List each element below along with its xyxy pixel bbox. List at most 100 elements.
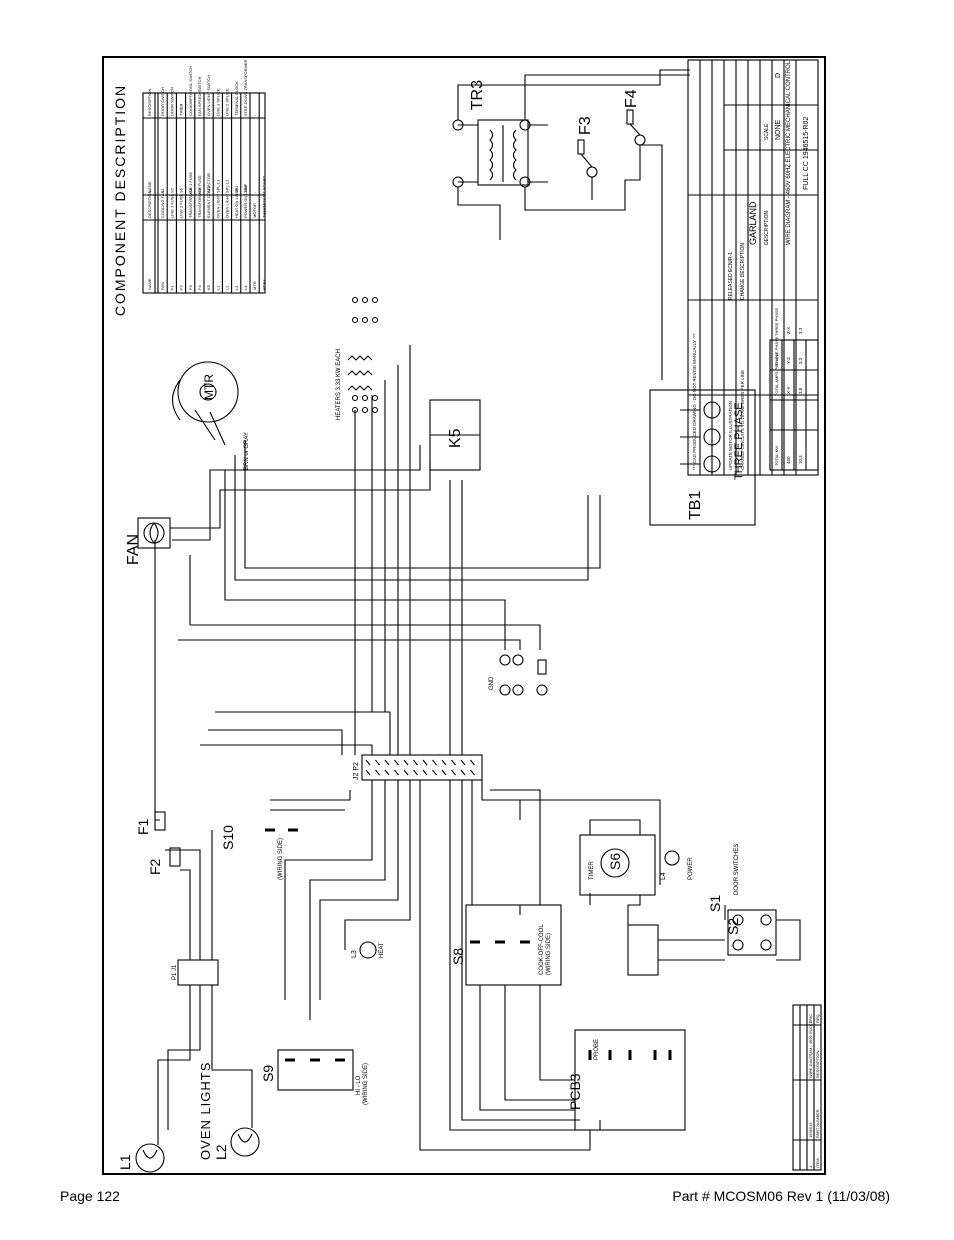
load-table-cell: 3.3 xyxy=(798,357,803,364)
component-table-cell: ELEMENT CONTACTOR xyxy=(206,173,211,218)
switch-s8 xyxy=(465,904,562,986)
title-block-file-name: FULL CC 1946515-R02 xyxy=(803,117,810,190)
parts-list-header: REQ xyxy=(815,1014,820,1023)
load-table-cell: 3.8 xyxy=(798,387,803,394)
label-l4: L4 xyxy=(660,872,667,880)
label-s10: S10 xyxy=(220,825,236,850)
parts-list-header: PART NUMBER xyxy=(815,1109,820,1138)
label-s9-wiring-side: (WIRING SIDE) xyxy=(363,1063,369,1105)
parts-list-header: ITEM xyxy=(815,1158,820,1168)
load-table-header: THREE PHASE xyxy=(774,307,779,336)
label-f3: F3 xyxy=(577,116,594,135)
component-table-header: DESCRIPTION xyxy=(147,191,152,218)
label-gnd: GND xyxy=(489,676,495,690)
title-block-notice: *** CAD PRODUCED DRAWING - DO NOT REVISE… xyxy=(692,333,697,470)
component-table-cell: SPL-L2 xyxy=(225,179,230,193)
fuse-f2 xyxy=(169,847,181,867)
label-f2: F2 xyxy=(147,858,163,875)
parts-list-cell: 2 xyxy=(808,1020,813,1023)
title-block xyxy=(687,59,819,476)
label-s1: S1 xyxy=(707,895,723,912)
oven-light-l1 xyxy=(135,1143,165,1173)
component-table-cell: K5 xyxy=(206,284,211,290)
component-table-cell: L3 xyxy=(234,285,239,290)
terminal-block-tb1 xyxy=(649,389,756,526)
part-number: Part # MCOSM06 Rev 1 (11/03/08) xyxy=(672,1188,890,1204)
component-table-cell: F4 xyxy=(197,285,202,290)
heat-lamp-l3 xyxy=(359,941,377,959)
component-table-cell: TR3 xyxy=(243,185,248,193)
label-l2: L2 xyxy=(213,1144,229,1160)
label-l3: L3 xyxy=(351,950,358,958)
load-table-cell: X-Y xyxy=(786,386,791,394)
connector-j3 xyxy=(627,924,659,976)
label-timer: TIMER xyxy=(589,861,595,880)
component-table-cell: LINE 1 SPLICE xyxy=(215,88,220,116)
component-table-cell: COOLING FAN xyxy=(160,191,165,218)
component-table-cell: LINE 1 FUSE xyxy=(169,194,174,218)
component-table-cell: TERMINAL BLOCK xyxy=(234,81,239,116)
label-tb1: TB1 xyxy=(687,491,704,520)
component-table-cell: S6 xyxy=(179,187,184,193)
splice-spl-l1 xyxy=(499,654,524,696)
component-description-title: COMPONENT DESCRIPTION xyxy=(112,84,128,316)
component-table-cell: HEAT ON LAMP xyxy=(234,188,239,218)
component-table-cell: OVEN LIGHT SWITCH xyxy=(206,75,211,116)
label-p1-j1: P1 J1 xyxy=(172,964,178,980)
component-table-header: NAME xyxy=(147,181,152,193)
title-block-scale: NONE xyxy=(775,119,782,140)
component-table-cell: THERMOSTAT BOARD xyxy=(261,176,266,218)
label-s9: S9 xyxy=(260,1065,276,1082)
component-table-cell: F3 xyxy=(188,285,193,290)
label-fan: FAN xyxy=(125,534,142,565)
title-block-description-label: DESCRIPTION xyxy=(764,210,770,245)
heater-elements xyxy=(347,296,379,414)
load-table-cell: 10.4 xyxy=(798,455,803,464)
label-s6: S6 xyxy=(607,853,623,870)
label-hi-lo: HI - LO xyxy=(356,1075,362,1095)
door-switches-s1-s2 xyxy=(727,909,777,956)
label-brn-gray: BRN or GRAY xyxy=(244,432,250,470)
component-table-cell: F1 xyxy=(169,285,174,290)
label-cook-off-cool: COOK-OFF-COOL xyxy=(539,924,545,975)
component-table-header: NAME xyxy=(147,278,152,290)
component-table-cell: DOOR SWITCH xyxy=(160,87,165,116)
page-number: Page 122 xyxy=(60,1188,120,1204)
component-table-cell: MTR xyxy=(252,281,257,290)
label-s8-wiring-side: (WIRING SIDE) xyxy=(546,933,552,975)
component-table-cell: PCB3 xyxy=(261,279,266,290)
component-table-cell: TIMER xyxy=(179,103,184,116)
transformer-tr3 xyxy=(452,119,548,188)
fuse-f1 xyxy=(154,811,166,831)
title-block-company: GARLAND xyxy=(748,201,758,245)
load-table-header: TOTAL AMPS PER LINE xyxy=(774,352,779,396)
fuse-f3 xyxy=(577,139,598,178)
label-s2: S2 xyxy=(725,918,741,935)
thermostat-board-pcb3 xyxy=(574,1029,686,1131)
parts-list-header: DESCRIPTION xyxy=(815,1051,820,1078)
component-table-cell: OVEN LIGHT xyxy=(225,193,230,218)
title-block-change-desc: CHANGE DESCRIPTION xyxy=(740,243,746,300)
connector-p1-j1 xyxy=(177,959,219,986)
splice-spl-l2 xyxy=(536,659,548,696)
label-f4: F4 xyxy=(623,89,640,108)
component-table-header: DESCRIPTION xyxy=(147,89,152,116)
load-table-cell: 3.3 xyxy=(798,327,803,334)
title-block-scale-label: SCALE xyxy=(764,123,770,140)
drawing-border xyxy=(102,56,826,1175)
component-table-cell: MOTOR xyxy=(252,203,257,218)
component-table-cell: FAN SPEED SWITCH xyxy=(197,77,202,116)
cooling-fan xyxy=(137,517,171,549)
component-table-cell: LINE 2 SPLICE xyxy=(225,88,230,116)
title-block-size: D xyxy=(775,73,782,78)
label-mtr: MTR xyxy=(202,374,216,400)
load-table-cell: Z-X xyxy=(786,327,791,334)
component-table-cell: - xyxy=(252,114,257,116)
title-block-rev2: UPDATE MOTOR ILLUSTRATION xyxy=(728,401,733,470)
main-wire-bundle xyxy=(154,345,601,821)
label-j2-p2: J2 P2 xyxy=(353,762,360,780)
label-three-phase: THREE PHASE xyxy=(733,402,745,480)
load-table-cell: Y-Z xyxy=(786,357,791,364)
parts-list-cell: 1946515 xyxy=(808,1122,813,1138)
